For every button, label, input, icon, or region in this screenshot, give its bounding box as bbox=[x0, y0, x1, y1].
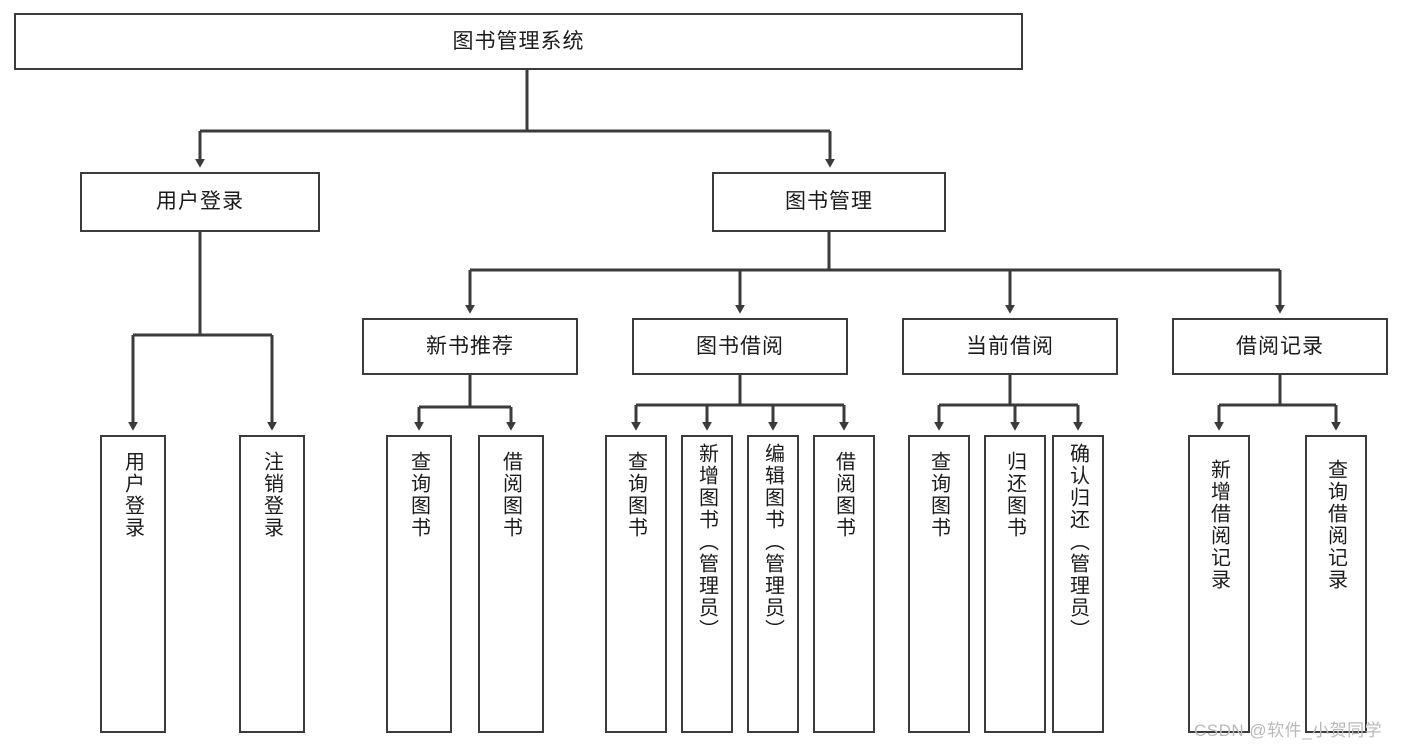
leaf-add-borrow-record-label: 新增借阅记录 bbox=[1207, 459, 1230, 591]
leaf-return-book[interactable]: 归还图书 bbox=[984, 435, 1046, 733]
node-borrow-record[interactable]: 借阅记录 bbox=[1172, 318, 1388, 375]
node-root[interactable]: 图书管理系统 bbox=[14, 13, 1023, 70]
node-current-borrow[interactable]: 当前借阅 bbox=[902, 318, 1118, 375]
csdn-watermark: CSDN @软件_小贺同学 bbox=[1194, 721, 1383, 740]
leaf-query-book-2[interactable]: 查询图书 bbox=[605, 435, 667, 733]
leaf-borrow-book-1-label: 借阅图书 bbox=[499, 451, 522, 539]
leaf-confirm-return-label: 确认归还（管理员） bbox=[1066, 443, 1089, 641]
leaf-add-book[interactable]: 新增图书（管理员） bbox=[681, 435, 733, 733]
leaf-query-borrow-record[interactable]: 查询借阅记录 bbox=[1305, 435, 1367, 733]
leaf-borrow-book-1[interactable]: 借阅图书 bbox=[478, 435, 544, 733]
leaf-confirm-return[interactable]: 确认归还（管理员） bbox=[1052, 435, 1104, 733]
node-book-borrow[interactable]: 图书借阅 bbox=[632, 318, 848, 375]
leaf-logout-login-label: 注销登录 bbox=[260, 451, 283, 539]
node-current-borrow-label: 当前借阅 bbox=[966, 334, 1054, 358]
leaf-query-borrow-record-label: 查询借阅记录 bbox=[1324, 459, 1347, 591]
leaf-query-book-1-label: 查询图书 bbox=[407, 451, 430, 539]
node-user-login-label: 用户登录 bbox=[156, 190, 244, 214]
node-new-book-recommend[interactable]: 新书推荐 bbox=[362, 318, 578, 375]
leaf-query-book-3[interactable]: 查询图书 bbox=[908, 435, 970, 733]
leaf-add-book-label: 新增图书（管理员） bbox=[695, 443, 718, 641]
leaf-query-book-1[interactable]: 查询图书 bbox=[386, 435, 452, 733]
leaf-add-borrow-record[interactable]: 新增借阅记录 bbox=[1188, 435, 1250, 733]
node-user-login[interactable]: 用户登录 bbox=[80, 172, 320, 232]
node-book-manage[interactable]: 图书管理 bbox=[712, 172, 946, 232]
leaf-borrow-book-2[interactable]: 借阅图书 bbox=[813, 435, 875, 733]
node-book-borrow-label: 图书借阅 bbox=[696, 334, 784, 358]
node-root-label: 图书管理系统 bbox=[452, 29, 585, 53]
leaf-edit-book-label: 编辑图书（管理员） bbox=[761, 443, 784, 641]
leaf-edit-book[interactable]: 编辑图书（管理员） bbox=[747, 435, 799, 733]
leaf-borrow-book-2-label: 借阅图书 bbox=[832, 451, 855, 539]
leaf-query-book-3-label: 查询图书 bbox=[927, 451, 950, 539]
node-new-book-recommend-label: 新书推荐 bbox=[426, 334, 514, 358]
leaf-query-book-2-label: 查询图书 bbox=[624, 451, 647, 539]
leaf-user-login-label: 用户登录 bbox=[121, 451, 144, 539]
node-borrow-record-label: 借阅记录 bbox=[1236, 334, 1324, 358]
node-book-manage-label: 图书管理 bbox=[785, 190, 873, 214]
leaf-logout-login[interactable]: 注销登录 bbox=[239, 435, 305, 733]
leaf-user-login[interactable]: 用户登录 bbox=[100, 435, 166, 733]
leaf-return-book-label: 归还图书 bbox=[1003, 451, 1026, 539]
